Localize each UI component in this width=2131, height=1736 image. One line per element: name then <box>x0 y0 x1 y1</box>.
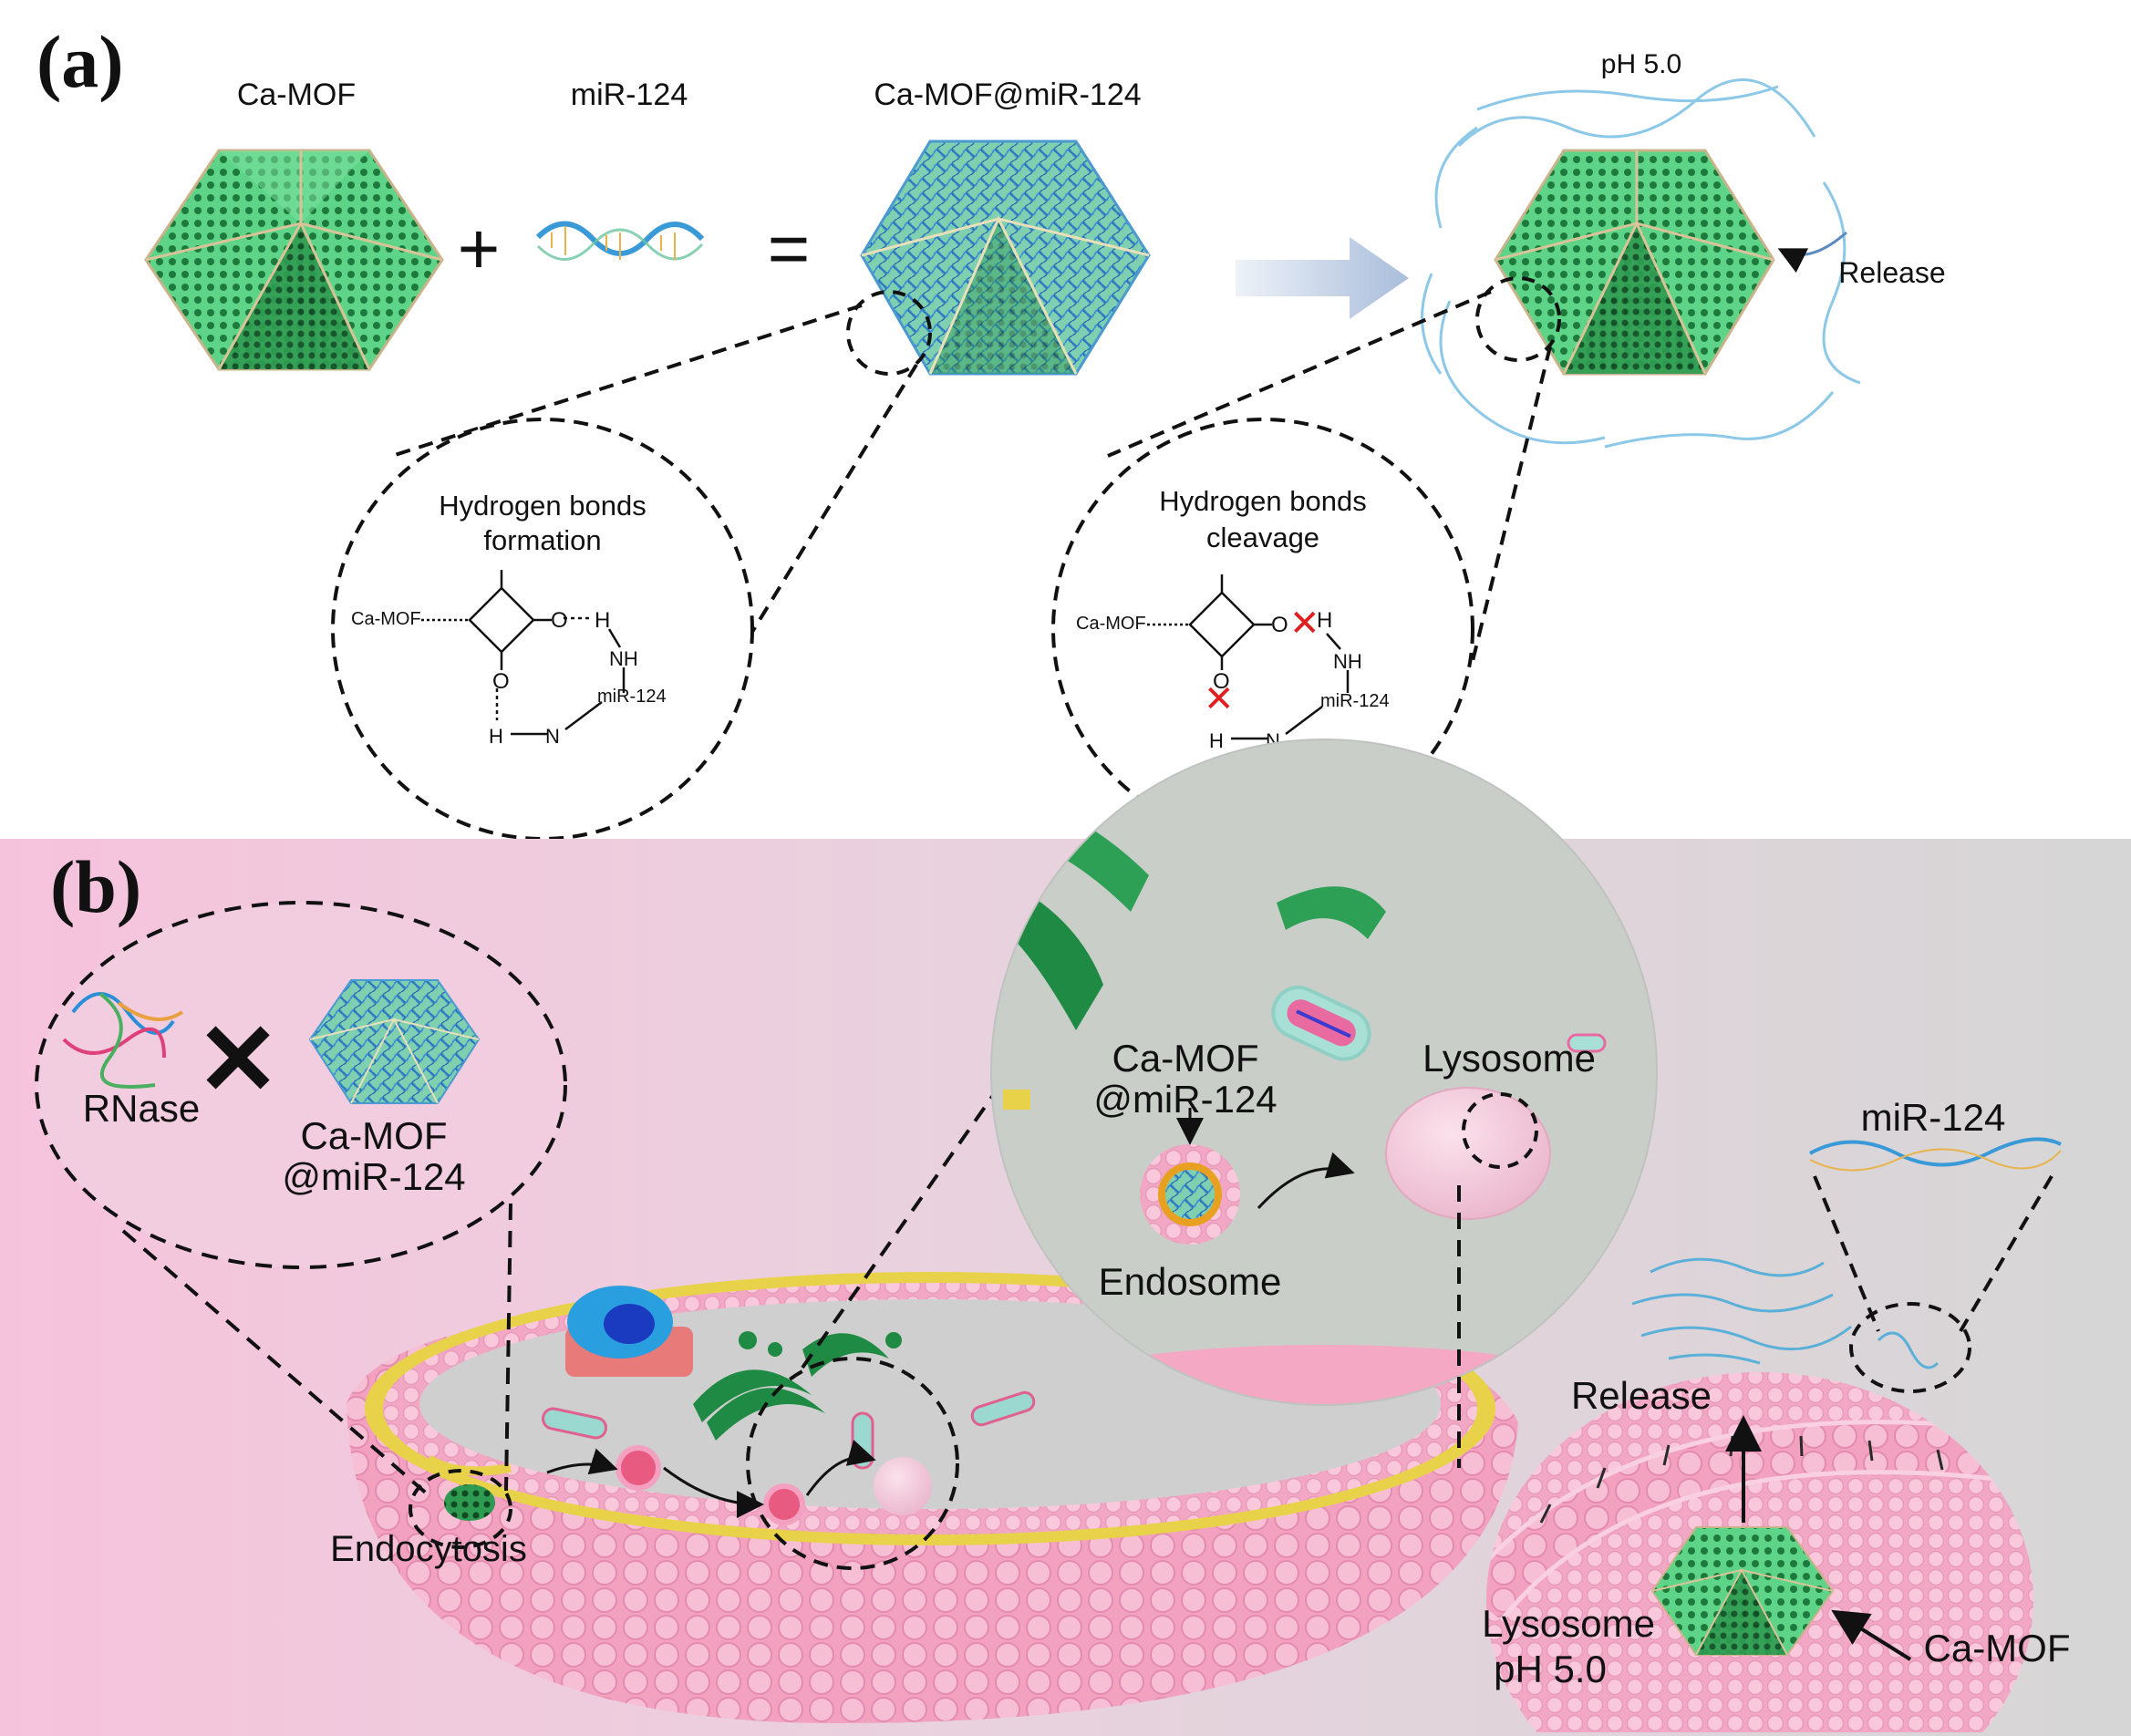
cleave-mark-bottom: ✕ <box>1204 679 1235 719</box>
zoom-marker-released <box>1475 276 1561 362</box>
endosome-small <box>763 1483 805 1525</box>
released-crystal <box>1421 78 1861 449</box>
transition-arrow <box>1236 237 1409 319</box>
cell <box>347 1272 1518 1723</box>
golgi <box>693 1331 902 1441</box>
formation-h-bottom: H <box>489 725 503 748</box>
zoom-lysosome <box>1385 1087 1551 1220</box>
cleavage-title-line2: cleavage <box>1206 522 1319 553</box>
formation-mir: miR-124 <box>597 687 667 707</box>
zoom-complex-line2: @miR-124 <box>1093 1078 1277 1121</box>
cleavage-o-top: O <box>1271 613 1288 637</box>
endocytosis-label: Endocytosis <box>330 1529 527 1569</box>
mir-zoom-inset <box>1809 1137 2062 1393</box>
complex-title: Ca-MOF@miR-124 <box>874 78 1141 112</box>
panel-a-label: (a) <box>36 20 124 103</box>
lysosome-ph-line2: pH 5.0 <box>1494 1648 1607 1690</box>
mir-124-strand <box>535 221 705 261</box>
mitochondrion <box>542 1407 607 1440</box>
cleavage-nh: NH <box>1333 650 1362 673</box>
cleave-mark-top: ✕ <box>1289 604 1320 644</box>
released-strands <box>1631 1257 1852 1365</box>
equals-sign: = <box>768 208 811 289</box>
endosome-label: Endosome <box>1099 1260 1282 1303</box>
cleavage-ca-mof: Ca-MOF <box>1076 614 1146 634</box>
formation-title-line1: Hydrogen bonds <box>439 490 647 522</box>
zoom-mitochondrion <box>1271 985 1371 1061</box>
cleavage-detail-circle: Hydrogen bonds cleavage Ca-MOF O ✕ H NH … <box>1051 418 1474 841</box>
lysosome-ca-mof-crystal <box>1650 1526 1835 1656</box>
rnase-protein <box>62 992 184 1089</box>
mir-124-title: miR-124 <box>571 78 688 112</box>
organelle-zoom-circle: Ca-MOF @miR-124 Lysosome Endosome <box>990 739 1658 1406</box>
endosome-small <box>616 1445 661 1491</box>
zoom-marker-complex <box>846 290 932 376</box>
ca-mof-label-b: Ca-MOF <box>1924 1627 2071 1669</box>
lysosome-detail <box>1457 1137 2062 1732</box>
cleavage-o-bottom: O <box>1213 669 1230 694</box>
cell-zoom-marker <box>746 1357 959 1570</box>
cleavage-h-bottom: H <box>1209 729 1224 752</box>
mir-label-b: miR-124 <box>1861 1096 2006 1139</box>
rnase-label: RNase <box>83 1087 200 1130</box>
lysosome-ph-line1: Lysosome <box>1482 1602 1655 1645</box>
zoom-endosome <box>1140 1144 1240 1245</box>
ph-label-a: pH 5.0 <box>1601 49 1681 79</box>
release-label-b: Release <box>1571 1374 1712 1417</box>
cleavage-mir: miR-124 <box>1320 691 1390 711</box>
nucleus <box>565 1286 693 1377</box>
lysosome-zoom-marker <box>1462 1092 1538 1169</box>
cleavage-title-line1: Hydrogen bonds <box>1159 485 1367 517</box>
formation-h-top: H <box>595 608 610 633</box>
complex-label-line1: Ca-MOF <box>301 1114 448 1157</box>
formation-o-bottom: O <box>492 669 510 694</box>
complex-label-line2: @miR-124 <box>282 1155 465 1198</box>
blocked-x: ✕ <box>196 1004 280 1116</box>
zoom-complex-line1: Ca-MOF <box>1112 1037 1259 1080</box>
formation-n-bottom: N <box>545 725 560 748</box>
panel-b-label: (b) <box>50 845 141 928</box>
endocytosis-vesicle <box>444 1484 495 1521</box>
complex-crystal <box>860 140 1151 376</box>
panel-b: (b) ✕ RNase Ca-MOF @miR-124 <box>0 739 2131 1736</box>
cleavage-h-top: H <box>1317 608 1332 633</box>
ca-mof-crystal <box>144 149 444 371</box>
ca-mof-title: Ca-MOF <box>237 78 356 112</box>
formation-nh: NH <box>609 647 638 670</box>
release-label-a: Release <box>1838 256 1945 289</box>
formation-title-line2: formation <box>483 524 601 556</box>
formation-ca-mof: Ca-MOF <box>351 609 421 629</box>
lysosome-label: Lysosome <box>1422 1037 1596 1080</box>
panel-a: (a) Ca-MOF miR-124 Ca-MOF@miR-124 pH 5.0… <box>36 20 1946 841</box>
protection-circle: ✕ RNase Ca-MOF @miR-124 <box>35 901 567 1269</box>
mitochondrion <box>970 1390 1036 1427</box>
endocytosis-marker <box>409 1469 512 1549</box>
protected-complex <box>308 979 481 1104</box>
lysosome-small <box>874 1457 932 1515</box>
plus-sign: + <box>458 208 501 289</box>
formation-o-top: O <box>551 608 568 633</box>
formation-detail-circle: Hydrogen bonds formation Ca-MOF O H NH O… <box>331 418 754 841</box>
